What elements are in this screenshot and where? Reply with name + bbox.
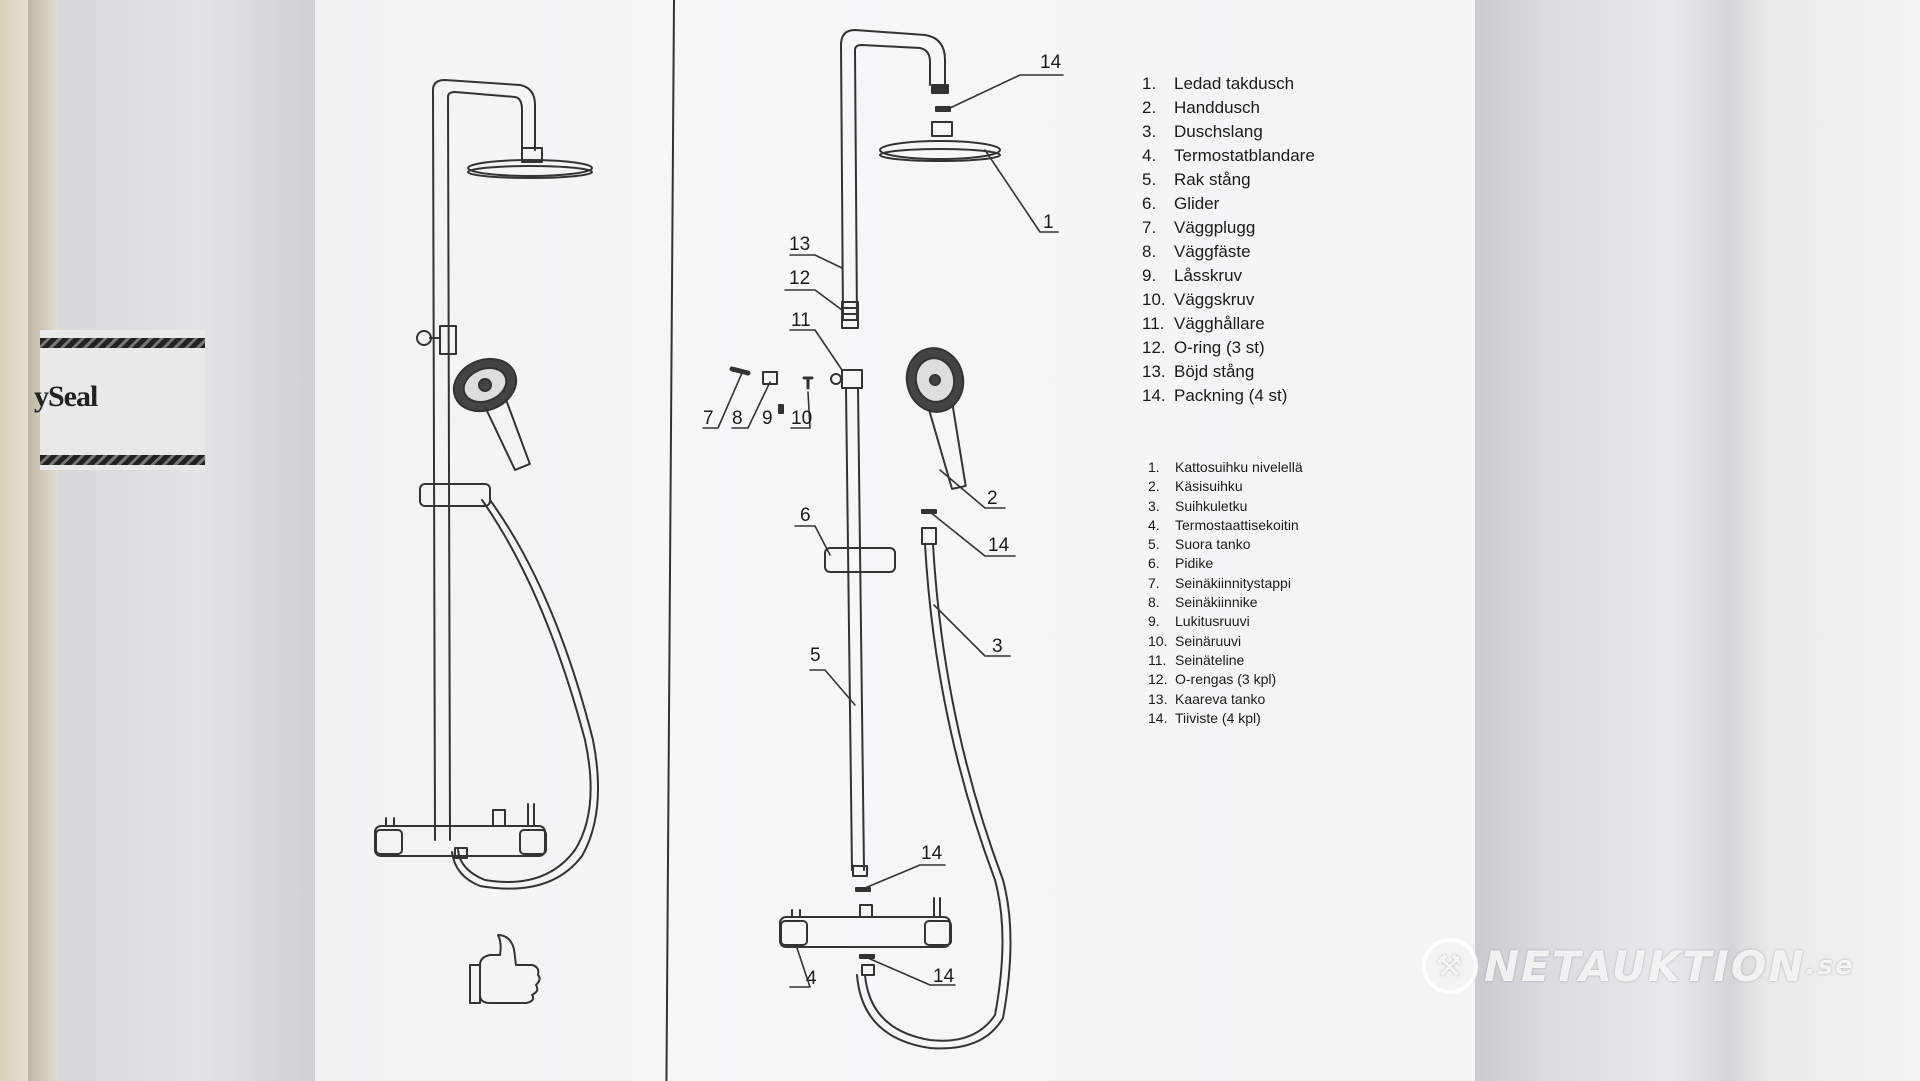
list-item: 13.Böjd stång xyxy=(1142,362,1255,381)
tape-stripe xyxy=(40,455,205,465)
callout-label: 14 xyxy=(1040,52,1062,73)
list-item: 11.Vägghållare xyxy=(1142,314,1265,333)
list-item: 8.Seinäkiinnike xyxy=(1148,594,1258,611)
list-item: 1.Ledad takdusch xyxy=(1142,74,1295,93)
callout-label: 2 xyxy=(987,488,998,509)
callout-label: 8 xyxy=(732,408,743,429)
list-item: 10.Seinäruuvi xyxy=(1148,632,1242,649)
list-item: 5.Suora tanko xyxy=(1148,536,1251,553)
callout-label: 14 xyxy=(921,843,943,864)
watermark-tld: .se xyxy=(1805,951,1855,981)
thumbs-up-icon xyxy=(469,934,541,1004)
background-wall-right xyxy=(1470,0,1920,1081)
tape-brand-text: ySeal xyxy=(34,380,98,413)
callout-label: 1 xyxy=(1043,212,1054,233)
list-item: 2.Handdusch xyxy=(1142,98,1261,117)
list-item: 3.Suihkuletku xyxy=(1148,497,1248,514)
callout-label: 12 xyxy=(789,268,811,289)
exploded-view-illustration xyxy=(729,29,1012,1050)
callout-leader-lines xyxy=(702,74,1064,988)
list-item: 7.Seinäkiinnitystappi xyxy=(1148,574,1291,591)
list-item: 12.O-ring (3 st) xyxy=(1142,338,1265,357)
list-item: 11.Seinäteline xyxy=(1148,651,1245,668)
packing-tape: ySeal xyxy=(34,330,205,470)
list-item: 2.Käsisuihku xyxy=(1148,478,1243,495)
callout-label: 13 xyxy=(789,234,811,255)
callout-label: 14 xyxy=(933,966,955,987)
list-item: 10.Väggskruv xyxy=(1142,290,1255,309)
callout-label: 9 xyxy=(762,408,773,429)
list-item: 14.Tiiviste (4 kpl) xyxy=(1148,709,1261,726)
callout-label: 7 xyxy=(703,408,714,429)
callout-label: 3 xyxy=(992,636,1003,657)
tape-stripe xyxy=(40,338,205,348)
list-item: 4.Termostatblandare xyxy=(1142,146,1315,165)
list-item: 4.Termostaattisekoitin xyxy=(1148,516,1299,533)
callout-label: 10 xyxy=(791,408,813,429)
parts-list-swedish: 1.Ledad takdusch 2.Handdusch 3.Duschslan… xyxy=(1142,72,1315,408)
hammer-icon: ⚒ xyxy=(1422,938,1478,994)
list-item: 1.Kattosuihku nivelellä xyxy=(1148,459,1303,475)
list-item: 7.Väggplugg xyxy=(1142,218,1256,237)
callout-label: 4 xyxy=(806,968,817,989)
callout-label: 6 xyxy=(800,505,811,526)
parts-list-finnish: 1.Kattosuihku nivelellä 2.Käsisuihku 3.S… xyxy=(1148,458,1303,728)
watermark-brand: NETAUKTION xyxy=(1484,941,1806,991)
list-item: 9.Låsskruv xyxy=(1142,266,1243,285)
list-item: 6.Glider xyxy=(1142,194,1220,213)
netauktion-watermark: ⚒ NETAUKTION.se xyxy=(1422,938,1855,994)
callout-label: 11 xyxy=(791,310,811,331)
callout-label: 5 xyxy=(810,645,821,666)
cardboard-edge xyxy=(28,0,58,1081)
callout-label: 14 xyxy=(988,535,1010,556)
list-item: 13.Kaareva tanko xyxy=(1148,690,1266,707)
list-item: 3.Duschslang xyxy=(1142,122,1263,141)
list-item: 12.O-rengas (3 kpl) xyxy=(1148,671,1277,688)
assembled-shower-illustration xyxy=(374,79,599,1004)
list-item: 9.Lukitusruuvi xyxy=(1148,613,1250,630)
list-item: 8.Väggfäste xyxy=(1142,242,1251,261)
list-item: 6.Pidike xyxy=(1148,555,1214,572)
list-item: 14.Packning (4 st) xyxy=(1142,386,1288,405)
list-item: 5.Rak stång xyxy=(1142,170,1251,189)
